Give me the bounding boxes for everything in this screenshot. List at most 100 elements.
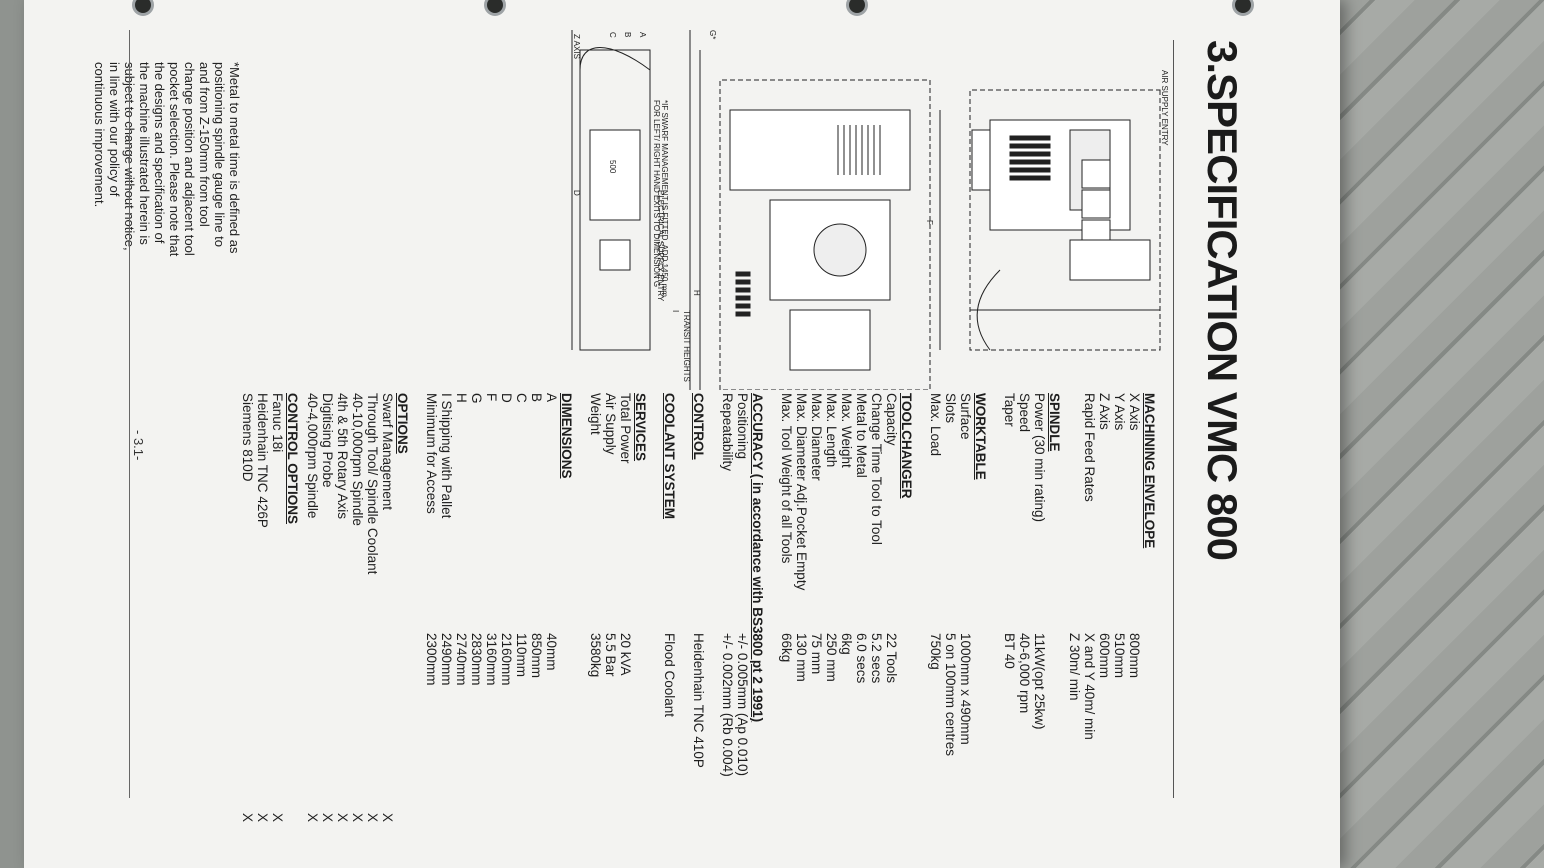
spec-label: A: [544, 393, 559, 403]
spec-value: Z 30m/ min: [1067, 633, 1082, 701]
spec-label: B: [529, 393, 544, 403]
plan-tool-pocket: [1081, 189, 1111, 219]
section-title-options: OPTIONS: [395, 393, 410, 454]
spec-value: 2160mm: [499, 633, 514, 686]
spec-label: Repeatability: [720, 393, 735, 472]
spec-label: Minimum for Access: [424, 393, 439, 514]
spec-value: +/- 0.002mm (Rb 0.004): [720, 633, 735, 777]
option-mark: X: [240, 813, 255, 823]
option-mark: X: [320, 813, 335, 823]
machine-drawings: AIR SUPPLY ENTRY F H TRANSIT HEIGHTS I G…: [571, 30, 1169, 390]
option-mark: X: [365, 813, 380, 823]
binder-ring: [1232, 0, 1254, 16]
spec-value: BT 40: [1002, 633, 1017, 669]
spec-value: 6kg: [839, 633, 854, 655]
spec-label: X Axis: [1127, 393, 1142, 431]
spec-label: [1067, 393, 1082, 633]
dim-f-label: F: [925, 220, 934, 225]
spec-label: Speed: [1017, 393, 1032, 433]
elevation-envelope-outline: [719, 79, 931, 390]
front-cable-chain: [579, 47, 651, 71]
dim-h-label: H: [692, 290, 701, 296]
spec-value: 40-6,000 rpm: [1017, 633, 1032, 714]
spec-label: Slots: [943, 393, 958, 424]
plan-toolchanger: [1069, 239, 1151, 281]
dim-b-label: B: [623, 32, 632, 37]
front-enclosure: [589, 129, 641, 221]
spec-label: Taper: [1002, 393, 1017, 427]
spec-row: Rapid Feed Rates X and Y 40m/ min: [1082, 393, 1097, 833]
spec-label: Metal to Metal: [854, 393, 869, 478]
section-title-services: SERVICES: [633, 393, 648, 462]
spec-value: +/- 0.005mm (Ap 0.010): [735, 633, 750, 776]
section-title-accuracy: ACCURACY ( in accordance with BS3800 pt …: [750, 393, 765, 723]
page-number: - 3.1-: [131, 430, 146, 461]
title-rule: [1173, 40, 1174, 798]
rotated-page-content: 3.SPECIFICATION VMC 800: [74, 0, 1254, 868]
spec-label: Z Axis: [1097, 393, 1112, 430]
option-mark: X: [350, 813, 365, 823]
spec-label: Total Power: [618, 393, 633, 464]
dim-a-label: A: [638, 32, 647, 38]
spec-label: D: [499, 393, 514, 403]
spec-row: A 40mm: [544, 393, 559, 833]
option-label: 40-4,000rpm Spindle: [305, 393, 320, 519]
option-label: Siemens 810D: [240, 393, 255, 482]
spec-label: G: [469, 393, 484, 404]
spec-label: Rapid Feed Rates: [1082, 393, 1097, 502]
binder-ring: [484, 0, 506, 16]
spec-row: Total Power 20 kVA: [618, 393, 633, 833]
section-title-control-options: CONTROL OPTIONS: [285, 393, 300, 525]
metal-to-metal-footnote: *Metal to metal time is defined as posit…: [92, 62, 242, 257]
transit-heights-label: TRANSIT HEIGHTS: [682, 310, 691, 382]
option-mark: X: [255, 813, 270, 823]
footer-rule: [129, 30, 130, 798]
spec-label: Weight: [588, 393, 603, 435]
spec-value: 2490mm: [439, 633, 454, 686]
spec-row: Positioning+/- 0.005mm (Ap 0.010): [735, 393, 750, 833]
option-mark: X: [335, 813, 350, 823]
dim-500-label: 500: [608, 160, 617, 174]
dim-i-label: I: [671, 310, 680, 312]
spec-row: Slots 5 on 100mm centres: [943, 393, 958, 833]
option-label: 40-10,000rpm Spindle: [350, 393, 365, 526]
option-mark: X: [270, 813, 285, 823]
spec-value: 5 on 100mm centres: [943, 633, 958, 757]
spec-value: 75 mm: [809, 633, 824, 675]
elevation-gear: [735, 271, 751, 317]
spec-value: 40mm: [544, 633, 559, 671]
spec-value: 5.2 secs: [869, 633, 884, 684]
spec-value: 6.0 secs: [854, 633, 869, 684]
spec-value: 20 kVA: [618, 633, 633, 676]
spec-value: 110mm: [514, 633, 529, 678]
section-title-control: CONTROL: [691, 393, 706, 460]
spec-label: I Shipping with Pallet: [439, 393, 454, 519]
spec-value: 250 mm: [824, 633, 839, 682]
spec-label: Max. Diameter Adj.Pocket Empty: [794, 393, 809, 591]
spec-label: Max. Diameter: [809, 393, 824, 481]
spec-row: Power (30 min rating)11kW(opt 25kw): [1032, 393, 1047, 833]
spec-value: X and Y 40m/ min: [1082, 633, 1097, 740]
spec-value: 750kg: [928, 633, 943, 670]
spec-value: 22 Tools: [884, 633, 899, 684]
swarf-note-line-1: *IF SWARF MANAGEMENT IS FITTED, ADD 1450…: [660, 100, 669, 297]
spec-label: Max. Load: [928, 393, 943, 457]
spec-row: Max. Load 750kg: [928, 393, 943, 833]
spec-value: 1000mm x 490mm: [958, 633, 973, 745]
spec-row: Repeatability +/- 0.002mm (Rb 0.004): [720, 393, 735, 833]
